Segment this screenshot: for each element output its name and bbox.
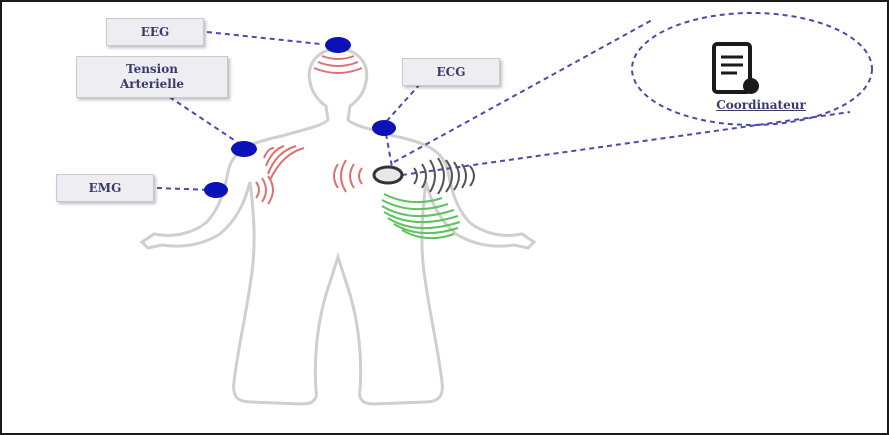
link-eeg — [207, 32, 320, 44]
ecg-label: ECG — [402, 58, 500, 86]
link-ecg — [384, 84, 420, 124]
emg-label-text: EMG — [89, 181, 122, 196]
tension-sensor-node-icon — [231, 141, 257, 157]
coordinator-label: Coordinateur — [686, 98, 836, 112]
coordinator-document-device-icon — [714, 44, 759, 94]
emg-sensor-node-icon — [204, 182, 228, 198]
ecg-label-text: ECG — [437, 65, 466, 80]
link-hub-coord-upper — [394, 20, 652, 162]
link-tension — [162, 92, 240, 144]
ecg-sensor-node-icon — [372, 120, 396, 136]
link-emg — [157, 188, 212, 190]
tension-label-line1: Tension — [126, 62, 178, 77]
emg-label: EMG — [56, 174, 154, 202]
tension-signal-waves — [264, 146, 304, 180]
link-hub-ecg — [386, 134, 392, 167]
eeg-sensor-node-icon — [325, 37, 351, 53]
hub-node-icon — [374, 167, 402, 183]
tension-label-line2: Arterielle — [120, 77, 184, 92]
coordinator-label-text: Coordinateur — [716, 98, 806, 112]
eeg-label: EEG — [106, 18, 204, 46]
eeg-signal-waves — [314, 56, 362, 73]
human-body-outline — [142, 49, 534, 404]
hub-left-signal-waves — [334, 160, 362, 192]
eeg-label-text: EEG — [141, 25, 170, 40]
tension-label: Tension Arterielle — [76, 56, 228, 98]
emg-signal-waves — [256, 176, 273, 204]
